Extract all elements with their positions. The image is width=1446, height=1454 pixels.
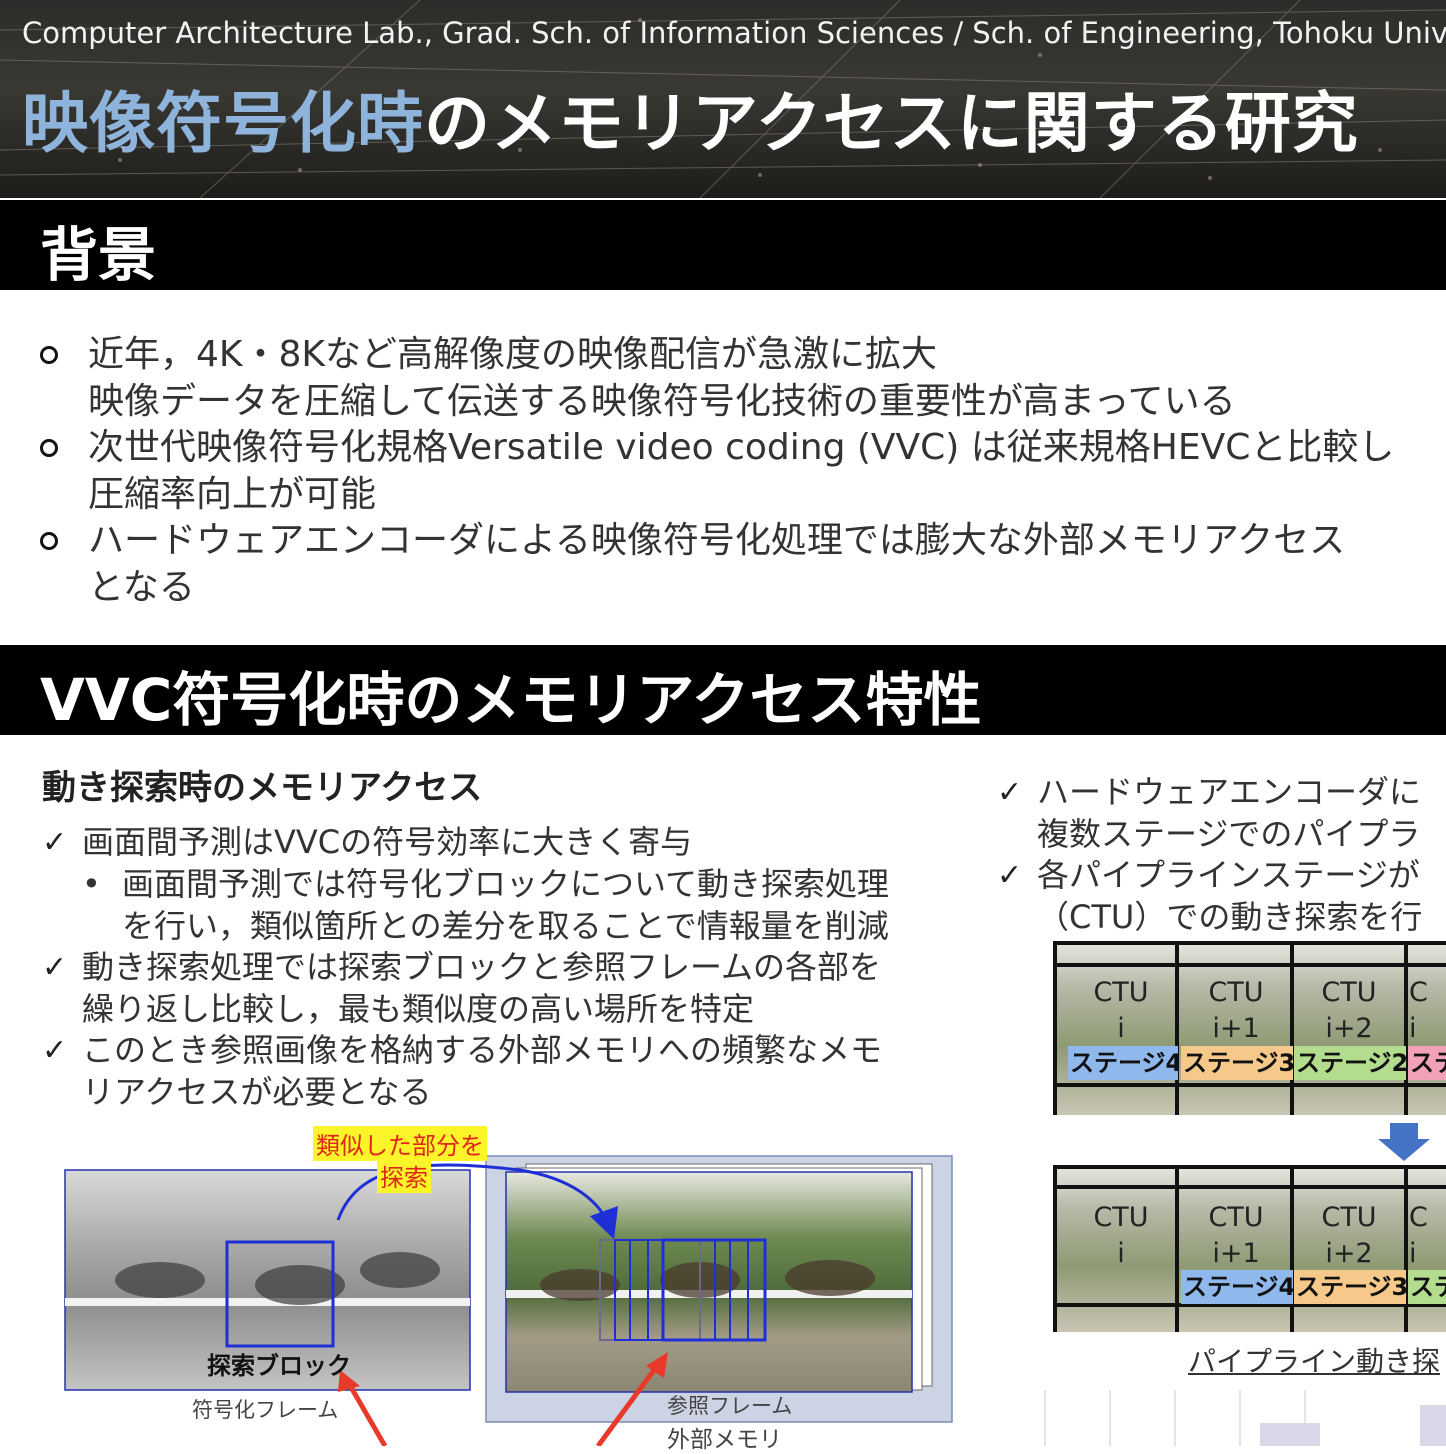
bullet-circle-icon (40, 532, 58, 550)
sub-bullet: • 画面間予測では符号化ブロックについて動き探索処理 を行い，類似箇所との差分を… (82, 865, 890, 945)
poster-title: 映像符号化時のメモリアクセスに関する研究 (22, 70, 1359, 166)
title-rest: のメモリアクセスに関する研究 (424, 85, 1359, 162)
check-icon: ✓ (42, 1033, 68, 1068)
bullet-circle-icon (40, 346, 58, 364)
stage-label: ステージ3 (1294, 1270, 1406, 1304)
search-curve-arrow (336, 1163, 619, 1240)
title-highlight: 映像符号化時 (22, 85, 424, 162)
lab-name: Computer Architecture Lab., Grad. Sch. o… (22, 16, 1446, 50)
poster-header: Computer Architecture Lab., Grad. Sch. o… (0, 0, 1446, 198)
background-heading: 背景 (40, 221, 157, 289)
external-memory-caption: 外部メモリ (667, 1427, 782, 1453)
down-arrow-icon (1378, 1123, 1430, 1161)
bullet-circle-icon (40, 439, 58, 457)
header-background-photo (0, 0, 1446, 198)
reference-frame-arrow (595, 1360, 663, 1446)
check-icon: ✓ (997, 775, 1023, 810)
matched-block-box (661, 1238, 767, 1342)
stage-label: ステージ4 (1068, 1046, 1178, 1080)
memory-heading: VVC符号化時のメモリアクセス特性 (40, 666, 982, 734)
search-block-box (225, 1240, 335, 1348)
reference-frame-caption: 参照フレーム (667, 1394, 793, 1418)
stage-label: ステ (1408, 1270, 1446, 1304)
pipeline-caption: パイプライン動き探 (1188, 1345, 1441, 1378)
check-item: ✓ このとき参照画像を格納する外部メモリへの頻繁なメモ リアクセスが必要となる (42, 1031, 883, 1111)
check-icon: ✓ (42, 950, 68, 985)
check-item: ✓ 動き探索処理では探索ブロックと参照フレームの各部を 繰り返し比較し，最も類似… (42, 948, 882, 1028)
check-icon: ✓ (42, 825, 68, 860)
search-block-arrow (345, 1380, 388, 1446)
background-bullet: ハードウェアエンコーダによる映像符号化処理では膨大な外部メモリアクセス となる (40, 518, 1440, 611)
stage-label: ステージ4 (1181, 1270, 1293, 1304)
sub-heading: 動き探索時のメモリアクセス (42, 768, 483, 808)
check-item: ✓ 各パイプラインステージが （CTU）での動き探索を行 (997, 856, 1423, 936)
background-bullet: 近年，4K・8Kなど高解像度の映像配信が急激に拡大 映像データを圧縮して伝送する… (40, 332, 1440, 425)
bullet-dot-icon: • (82, 865, 101, 903)
stage-label: ステージ2 (1294, 1046, 1406, 1080)
encoding-frame-caption: 符号化フレーム (192, 1398, 339, 1422)
check-icon: ✓ (997, 858, 1023, 893)
search-block-label: 探索ブロック (207, 1352, 351, 1380)
callout-label: 探索 (377, 1158, 431, 1193)
motion-search-figure (64, 1155, 953, 1446)
pipeline-figure (1044, 941, 1446, 1446)
memory-heading-band: VVC符号化時のメモリアクセス特性 (0, 645, 1446, 735)
background-bullet: 次世代映像符号化規格Versatile video coding (VVC) は… (40, 425, 1440, 518)
stage-label: ステージ3 (1181, 1046, 1293, 1080)
background-bullets: 近年，4K・8Kなど高解像度の映像配信が急激に拡大 映像データを圧縮して伝送する… (40, 332, 1440, 611)
check-item: ✓ ハードウェアエンコーダに 複数ステージでのパイプラ (997, 773, 1422, 853)
background-heading-band: 背景 (0, 200, 1446, 290)
callout-label: 類似した部分を (313, 1126, 487, 1161)
check-item: ✓ 画面間予測はVVCの符号効率に大きく寄与 (42, 822, 692, 864)
stage-label: ステ (1408, 1046, 1446, 1080)
